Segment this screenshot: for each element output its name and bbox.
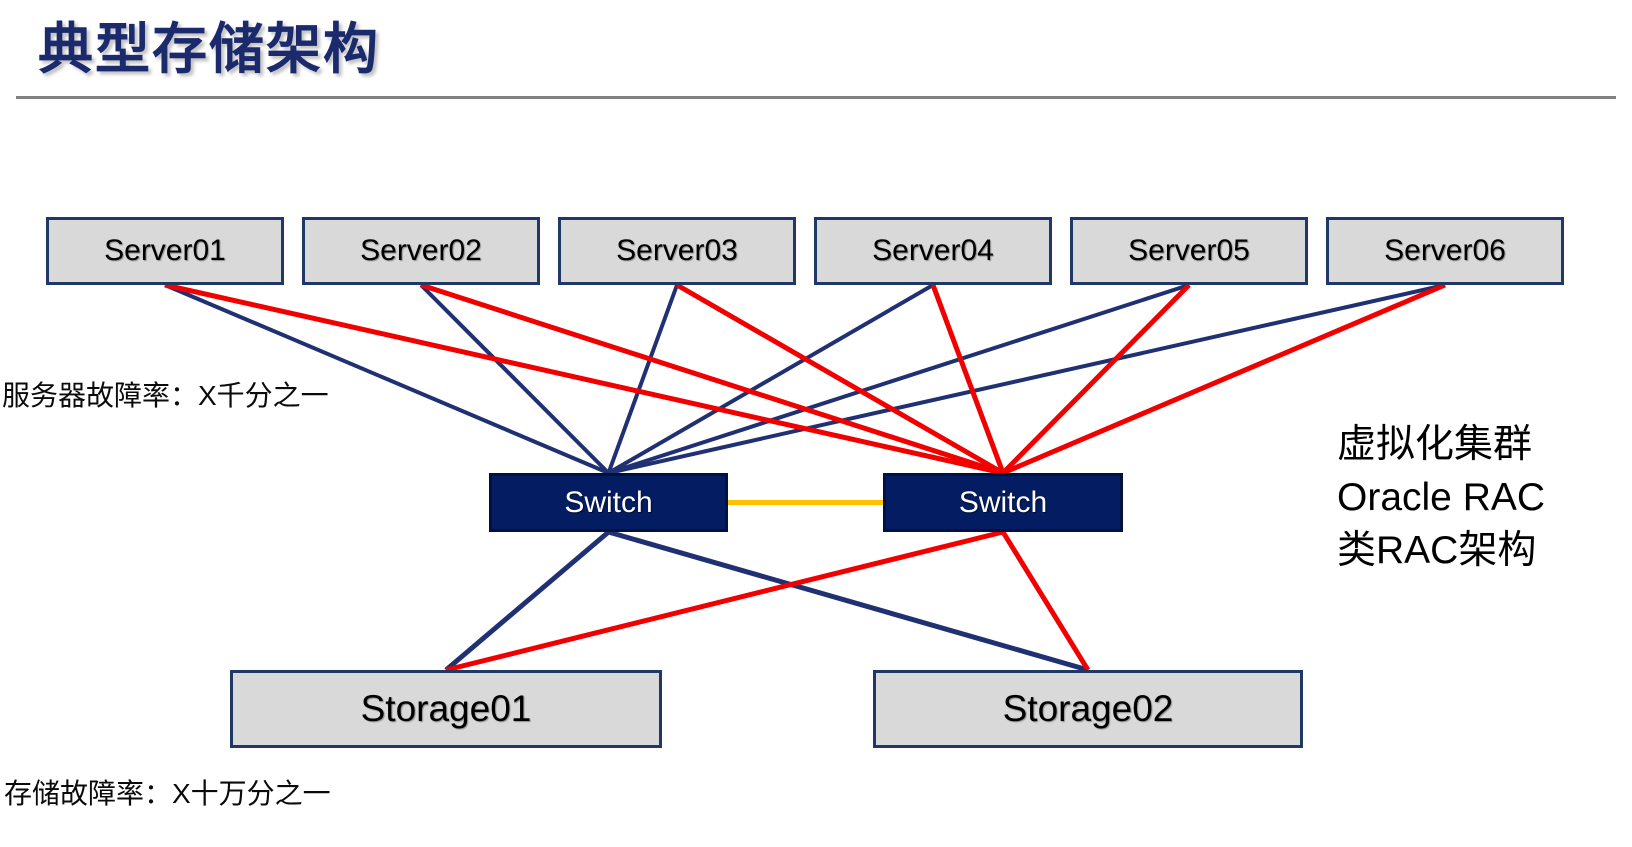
edge-server2-switch-left bbox=[419, 283, 610, 475]
node-server02: Server02 bbox=[302, 217, 540, 285]
server-failure-rate-note: 服务器故障率：X千分之一 bbox=[2, 380, 329, 411]
edge-server5-switch-right bbox=[1001, 283, 1191, 475]
cluster-note-line3: 类RAC架构 bbox=[1337, 529, 1537, 572]
node-label: Server02 bbox=[360, 234, 482, 267]
node-label: Server06 bbox=[1384, 234, 1506, 267]
node-switch-left: Switch bbox=[489, 473, 728, 532]
cluster-note: 虚拟化集群 Oracle RAC 类RAC架构 bbox=[1337, 418, 1545, 577]
edge-switch-left-storage1 bbox=[444, 530, 611, 672]
node-storage01: Storage01 bbox=[230, 670, 662, 748]
node-switch-right: Switch bbox=[883, 473, 1123, 532]
edge-switch-right-storage1 bbox=[445, 529, 1004, 673]
edge-server4-switch-left bbox=[607, 283, 935, 475]
edge-switch-left-storage2 bbox=[607, 529, 1089, 673]
node-label: Server01 bbox=[104, 234, 226, 267]
node-label: Server03 bbox=[616, 234, 738, 267]
cluster-note-line1: 虚拟化集群 bbox=[1337, 423, 1533, 466]
node-label: Switch bbox=[958, 485, 1048, 519]
node-server03: Server03 bbox=[558, 217, 796, 285]
edge-server5-switch-left bbox=[607, 283, 1190, 475]
node-label: Server05 bbox=[1128, 234, 1250, 267]
node-label: Server04 bbox=[872, 234, 994, 267]
edge-server3-switch-left bbox=[606, 284, 679, 474]
storage-failure-rate-note: 存储故障率：X十万分之一 bbox=[4, 778, 331, 809]
title-divider bbox=[16, 96, 1616, 99]
node-server06: Server06 bbox=[1326, 217, 1564, 285]
edge-server3-switch-right bbox=[675, 282, 1005, 476]
node-server04: Server04 bbox=[814, 217, 1052, 285]
node-server01: Server01 bbox=[46, 217, 284, 285]
node-server05: Server05 bbox=[1070, 217, 1308, 285]
node-label: Storage01 bbox=[360, 688, 532, 729]
edge-server1-switch-left bbox=[164, 283, 610, 475]
node-label: Storage02 bbox=[1002, 688, 1174, 729]
edge-switch-right-storage2 bbox=[1000, 530, 1091, 672]
edge-server6-switch-left bbox=[608, 283, 1446, 475]
node-label: Switch bbox=[564, 485, 653, 519]
page-title: 典型存储架构 bbox=[38, 18, 381, 80]
cluster-note-line2: Oracle RAC bbox=[1337, 476, 1546, 519]
edge-server6-switch-right bbox=[1002, 282, 1446, 476]
node-storage02: Storage02 bbox=[873, 670, 1303, 748]
edge-server4-switch-right bbox=[930, 284, 1006, 474]
edge-server2-switch-right bbox=[420, 282, 1004, 476]
edge-server1-switch-right bbox=[164, 282, 1004, 476]
